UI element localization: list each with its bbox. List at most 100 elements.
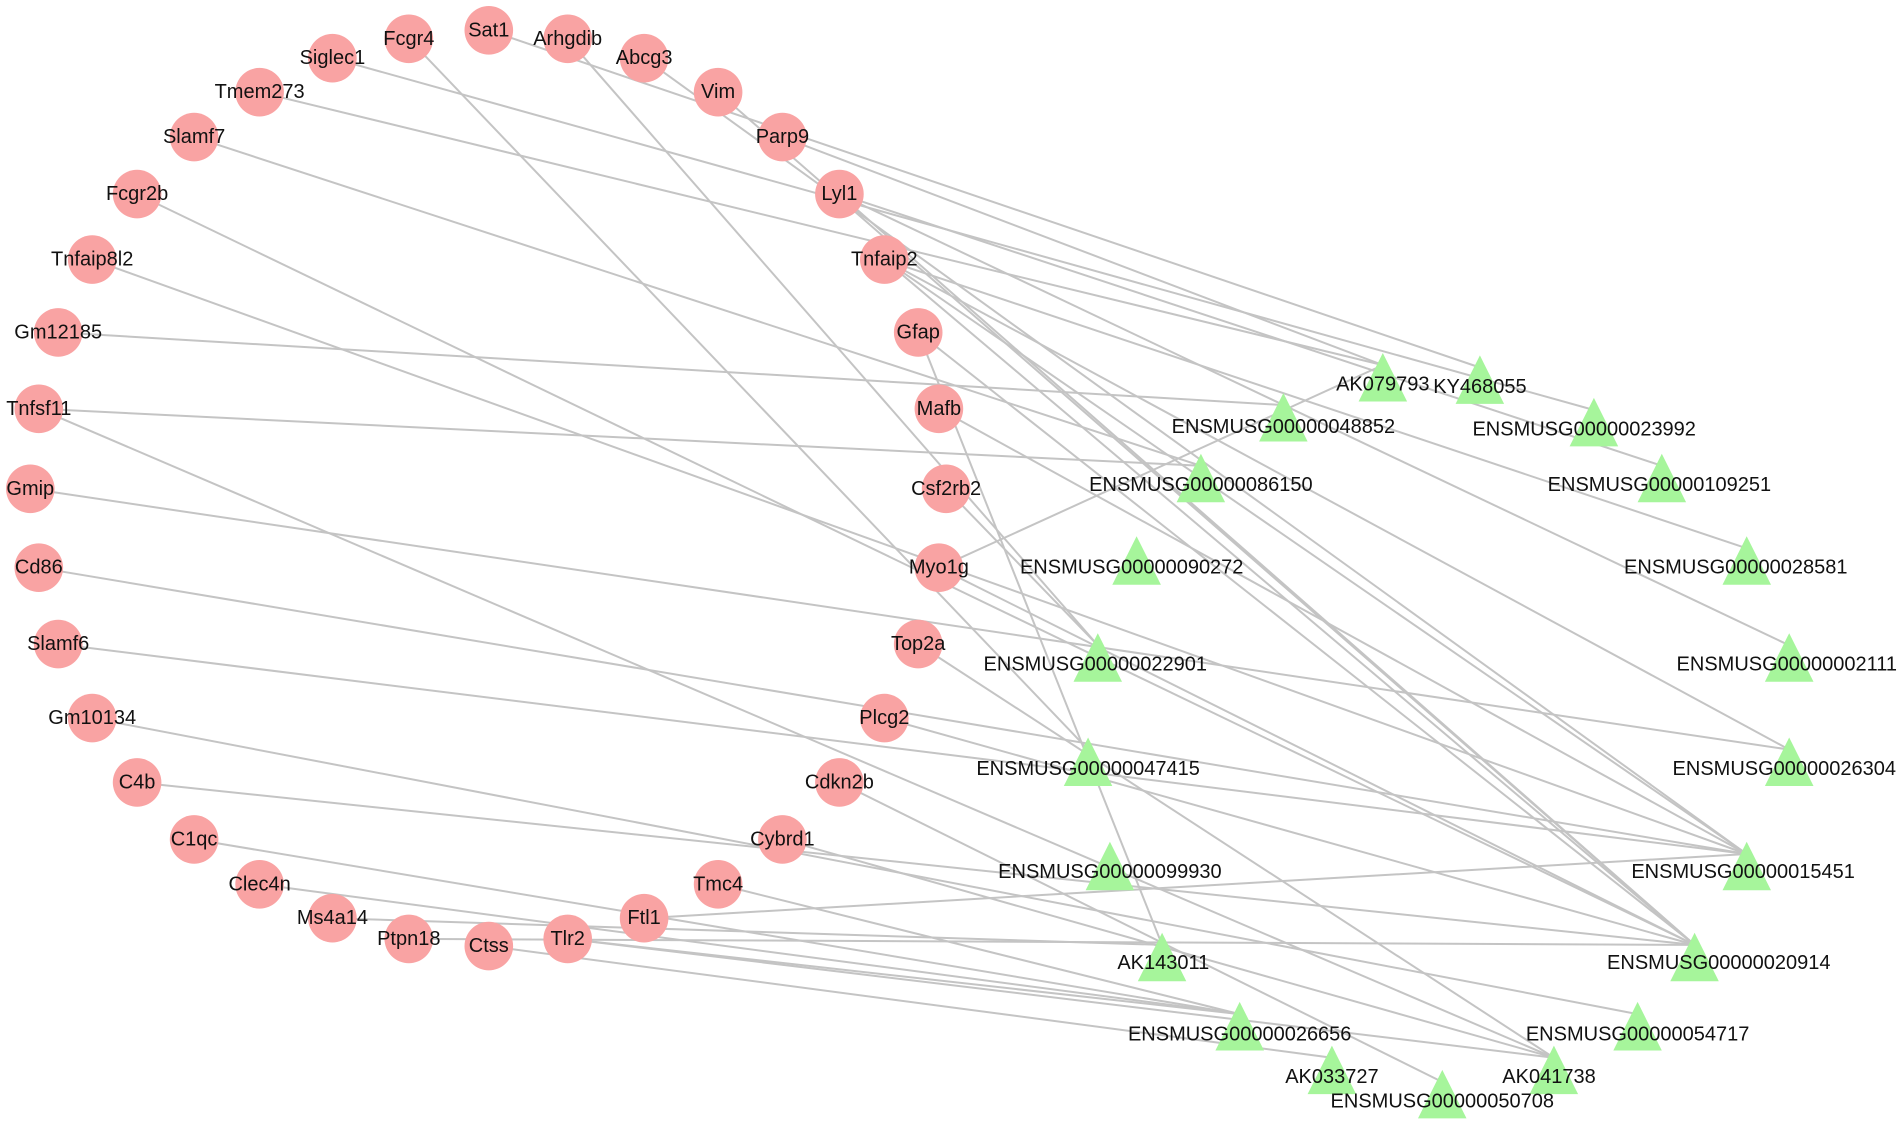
- mrna-label: Slamf6: [27, 633, 89, 655]
- lncrna-node-G26304[interactable]: ENSMUSG00000026304: [1673, 737, 1896, 787]
- edge-Ftl1-G15451: [644, 853, 1747, 920]
- lncrna-triangle: [1358, 353, 1408, 402]
- edge-Tnfsf11-G86150: [38, 407, 1201, 467]
- edge-Arhgdib-G22901: [566, 38, 1099, 646]
- lncrna-label: AK143011: [1117, 952, 1209, 974]
- mrna-node-Gmip[interactable]: Gmip: [6, 464, 55, 514]
- mrna-circle: [384, 14, 434, 64]
- mrna-node-Clec4n[interactable]: Clec4n: [228, 860, 291, 909]
- mrna-node-Top2a[interactable]: Top2a: [891, 619, 946, 669]
- lncrna-triangle: [1722, 536, 1771, 585]
- mrna-node-Arhgdib[interactable]: Arhgdib: [533, 14, 602, 64]
- mrna-label: Gm10134: [48, 707, 136, 729]
- mrna-node-Siglec1[interactable]: Siglec1: [300, 33, 366, 83]
- mrna-node-Cybrd1[interactable]: Cybrd1: [750, 815, 815, 864]
- mrna-node-Tnfaip2[interactable]: Tnfaip2: [851, 235, 918, 284]
- mrna-node-Tmem273[interactable]: Tmem273: [215, 67, 305, 117]
- lncrna-node-G99930[interactable]: ENSMUSG00000099930: [998, 841, 1222, 891]
- mrna-node-Gfap[interactable]: Gfap: [893, 308, 943, 357]
- lncrna-triangle: [1637, 453, 1687, 503]
- mrna-node-Mafb[interactable]: Mafb: [914, 384, 964, 434]
- lncrna-node-G54717[interactable]: ENSMUSG00000054717: [1526, 1001, 1749, 1051]
- mrna-node-Slamf6[interactable]: Slamf6: [27, 619, 89, 669]
- mrna-node-Vim[interactable]: Vim: [693, 67, 743, 117]
- mrna-node-Slamf7[interactable]: Slamf7: [163, 112, 225, 162]
- lncrna-node-G50708[interactable]: ENSMUSG00000050708: [1331, 1069, 1554, 1119]
- mrna-node-Fcgr4[interactable]: Fcgr4: [383, 14, 434, 64]
- mrna-node-Ptpn18[interactable]: Ptpn18: [377, 914, 440, 964]
- mrna-circle: [14, 543, 64, 592]
- mrna-node-Lyl1[interactable]: Lyl1: [815, 169, 864, 219]
- mrna-circle: [14, 384, 64, 434]
- lncrna-node-G86150[interactable]: ENSMUSG00000086150: [1089, 453, 1313, 503]
- lncrna-node-G109251[interactable]: ENSMUSG00000109251: [1548, 453, 1771, 503]
- mrna-node-Gm12185[interactable]: Gm12185: [14, 308, 102, 357]
- edge-Tnfaip2-G26304: [883, 258, 1790, 751]
- mrna-circle: [758, 815, 807, 864]
- lncrna-node-AK079793[interactable]: AK079793: [1336, 353, 1430, 402]
- edge-Tlr2-AK041738: [567, 937, 1555, 1059]
- mrna-node-Cd86[interactable]: Cd86: [14, 543, 64, 592]
- mrna-node-Tnfaip8l2[interactable]: Tnfaip8l2: [51, 235, 133, 284]
- mrna-label: Top2a: [891, 633, 946, 655]
- mrna-node-Abcg3[interactable]: Abcg3: [616, 33, 673, 83]
- lncrna-label: AK033727: [1285, 1066, 1378, 1088]
- mrna-label: Ctss: [469, 935, 509, 957]
- mrna-node-Tlr2[interactable]: Tlr2: [543, 914, 592, 964]
- edge-C1qc-G26656: [193, 838, 1240, 1016]
- mrna-circle: [619, 893, 669, 943]
- lncrna-node-AK033727[interactable]: AK033727: [1285, 1045, 1379, 1095]
- mrna-node-Gm10134[interactable]: Gm10134: [48, 693, 136, 743]
- mrna-label: Tnfsf11: [6, 398, 71, 420]
- lncrna-triangle: [1529, 1045, 1579, 1095]
- mrna-node-Tmc4[interactable]: Tmc4: [693, 860, 743, 909]
- lncrna-node-AK143011[interactable]: AK143011: [1117, 932, 1209, 982]
- lncrna-node-KY468055[interactable]: KY468055: [1433, 355, 1527, 404]
- lncrna-node-G47415[interactable]: ENSMUSG00000047415: [976, 737, 1200, 787]
- lncrna-triangle: [1455, 355, 1505, 404]
- lncrna-label: ENSMUSG00000020914: [1607, 952, 1830, 974]
- mrna-circle: [169, 112, 219, 162]
- lncrna-triangle: [1063, 737, 1113, 786]
- lncrna-node-G28581[interactable]: ENSMUSG00000028581: [1624, 536, 1848, 585]
- lncrna-node-G15451[interactable]: ENSMUSG00000015451: [1631, 841, 1855, 891]
- mrna-node-C4b[interactable]: C4b: [112, 758, 162, 807]
- mrna-node-Fcgr2b[interactable]: Fcgr2b: [106, 169, 168, 219]
- mrna-label: Fcgr4: [383, 28, 434, 50]
- lncrna-node-G26656[interactable]: ENSMUSG00000026656: [1128, 1001, 1351, 1051]
- mrna-node-Csf2rb2[interactable]: Csf2rb2: [911, 464, 981, 514]
- lncrna-label: KY468055: [1433, 376, 1526, 398]
- mrna-node-Parp9[interactable]: Parp9: [756, 112, 809, 162]
- lncrna-node-G22901[interactable]: ENSMUSG00000022901: [984, 633, 1207, 682]
- lncrna-triangle: [1073, 633, 1122, 682]
- lncrna-label: ENSMUSG00000026304: [1673, 758, 1896, 780]
- mrna-node-Myo1g[interactable]: Myo1g: [909, 543, 969, 592]
- mrna-node-Ms4a14[interactable]: Ms4a14: [297, 893, 368, 943]
- lncrna-node-AK041738[interactable]: AK041738: [1502, 1045, 1596, 1095]
- mrna-node-Ctss[interactable]: Ctss: [464, 921, 514, 971]
- mrna-node-Tnfsf11[interactable]: Tnfsf11: [6, 384, 71, 434]
- edge-Gm12185-G48852: [58, 331, 1284, 407]
- mrna-node-Ftl1[interactable]: Ftl1: [619, 893, 669, 943]
- mrna-node-Cdkn2b[interactable]: Cdkn2b: [805, 758, 874, 807]
- mrna-circle: [308, 33, 357, 83]
- lncrna-node-G23992[interactable]: ENSMUSG00000023992: [1472, 397, 1696, 447]
- mrna-label: Sat1: [468, 19, 509, 41]
- mrna-node-C1qc[interactable]: C1qc: [169, 815, 219, 864]
- mrna-node-Sat1[interactable]: Sat1: [464, 6, 514, 55]
- mrna-label: Lyl1: [821, 183, 857, 205]
- lncrna-node-G20914[interactable]: ENSMUSG00000020914: [1607, 932, 1831, 982]
- edge-Ptpn18-G20914: [408, 937, 1695, 946]
- lncrna-node-G48852[interactable]: ENSMUSG00000048852: [1172, 393, 1395, 442]
- lncrna-node-G90272[interactable]: ENSMUSG00000090272: [1020, 536, 1243, 585]
- mrna-label: Csf2rb2: [911, 478, 981, 500]
- edge-Fcgr4-G47415: [408, 38, 1089, 751]
- edge-Clec4n-G26656: [259, 883, 1240, 1016]
- lncrna-node-G2111[interactable]: ENSMUSG00000002111: [1677, 633, 1898, 682]
- edge-Lyl1-G109251: [839, 193, 1663, 467]
- mrna-label: Ftl1: [627, 907, 660, 929]
- mrna-node-Plcg2[interactable]: Plcg2: [859, 693, 909, 743]
- edge-Slamf6-G15451: [58, 643, 1747, 855]
- lncrna-label: ENSMUSG00000047415: [976, 758, 1199, 780]
- mrna-circle: [893, 619, 943, 669]
